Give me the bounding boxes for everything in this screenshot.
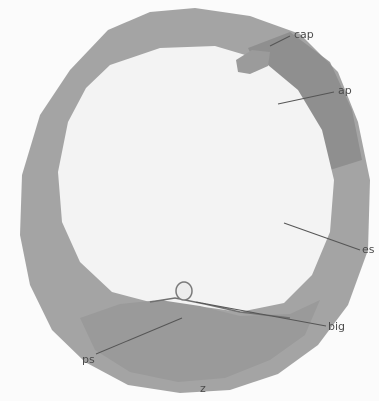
label-ap: ap bbox=[338, 84, 352, 97]
label-cap: cap bbox=[294, 28, 314, 41]
label-z: z bbox=[200, 382, 206, 395]
small-bump bbox=[176, 282, 192, 300]
label-big: big bbox=[328, 320, 345, 333]
label-es: es bbox=[362, 243, 375, 256]
label-ps: ps bbox=[82, 353, 95, 366]
inner-cavity bbox=[58, 46, 334, 312]
